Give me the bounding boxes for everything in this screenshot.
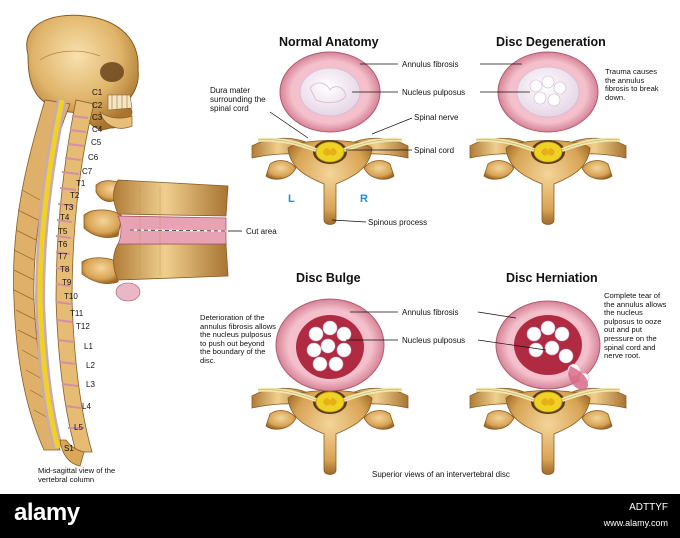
label-annulus-fibrosis-2: Annulus fibrosis [402, 308, 459, 317]
note-complete-tear: Complete tear of the annulus allows the … [604, 291, 667, 361]
cut-area-lateral-view [81, 179, 229, 302]
vertebra-label-t1: T1 [76, 179, 86, 188]
watermark-code: ADTTYF [629, 502, 668, 513]
bulge-vertebra [250, 386, 410, 477]
vertebra-label-l5: L5 [74, 423, 83, 432]
herniation-vertebra [468, 386, 628, 477]
vertebral-column [13, 99, 95, 467]
vertebra-label-t7: T7 [58, 252, 68, 261]
vertebra-label-t2: T2 [70, 191, 80, 200]
bulge-disc [275, 298, 385, 392]
title-disc-bulge: Disc Bulge [296, 271, 361, 285]
watermark-logo: alamy [14, 499, 80, 526]
vertebra-label-t4: T4 [60, 213, 70, 222]
vertebra-label-t9: T9 [62, 278, 72, 287]
vertebra-label-l3: L3 [86, 380, 95, 389]
label-nucleus-pulposus-2: Nucleus pulposus [402, 336, 466, 345]
title-disc-degeneration: Disc Degeneration [496, 35, 606, 49]
vertebra-label-t11: T11 [70, 309, 84, 318]
label-spinal-cord: Spinal cord [414, 146, 455, 155]
vertebra-label-c7: C7 [82, 167, 93, 176]
vertebra-label-c2: C2 [92, 101, 103, 110]
vertebra-label-c6: C6 [88, 153, 99, 162]
vertebra-label-l1: L1 [84, 342, 93, 351]
label-dura-mater: Dura mater surrounding the spinal cord [210, 86, 266, 113]
degeneration-vertebra [468, 136, 628, 227]
watermark-bar [0, 494, 680, 538]
vertebra-label-c1: C1 [92, 88, 103, 97]
vertebra-label-c3: C3 [92, 113, 103, 122]
vertebra-label-l2: L2 [86, 361, 95, 370]
vertebra-label-t5: T5 [58, 227, 68, 236]
note-deterioration: Deterioration of the annulus fibrosis al… [200, 313, 276, 365]
label-annulus-fibrosis-1: Annulus fibrosis [402, 60, 459, 69]
label-left: L [288, 193, 295, 205]
caption-superior-views: Superior views of an intervertebral disc [372, 470, 510, 479]
vertebra-label-t12: T12 [76, 322, 90, 331]
vertebra-label-c4: C4 [92, 125, 103, 134]
label-nucleus-pulposus-1: Nucleus pulposus [402, 88, 466, 97]
vertebra-label-l4: L4 [82, 402, 91, 411]
note-trauma: Trauma causes the annulus fibrosis to br… [605, 67, 659, 102]
title-normal-anatomy: Normal Anatomy [279, 35, 379, 49]
normal-anatomy-disc [279, 51, 381, 133]
vertebra-label-s1: S1 [64, 444, 74, 453]
vertebra-label-t8: T8 [60, 265, 70, 274]
watermark-url: www.alamy.com [603, 518, 668, 528]
caption-midsagittal: Mid-sagittal view of the vertebral colum… [38, 466, 116, 484]
herniation-disc [495, 300, 601, 391]
title-disc-herniation: Disc Herniation [506, 271, 598, 285]
label-spinous-process: Spinous process [368, 218, 428, 227]
normal-anatomy-vertebra [250, 136, 410, 227]
degeneration-disc [497, 51, 599, 133]
label-right: R [360, 193, 368, 205]
vertebra-label-t3: T3 [64, 203, 74, 212]
vertebra-label-c5: C5 [91, 138, 102, 147]
label-spinal-nerve: Spinal nerve [414, 113, 459, 122]
label-cut-area: Cut area [246, 227, 277, 236]
vertebra-label-t10: T10 [64, 292, 78, 301]
vertebra-label-t6: T6 [58, 240, 68, 249]
